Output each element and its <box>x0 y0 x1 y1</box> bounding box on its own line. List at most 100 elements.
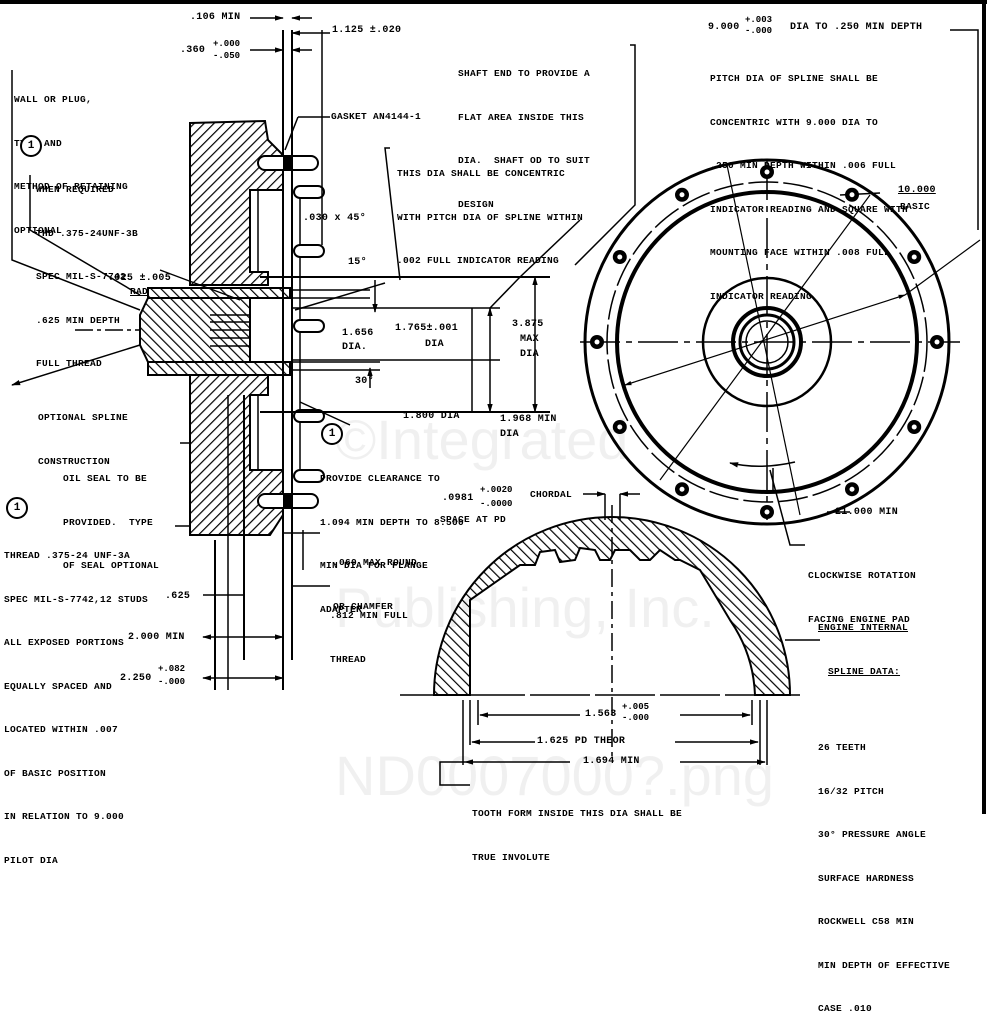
bolt-holes <box>590 165 944 519</box>
spline-data-line: 16/32 PITCH <box>818 785 885 797</box>
note-marker-circle: 1 <box>6 497 28 519</box>
dim-space-base: .0981 <box>442 493 474 504</box>
note-line: TOOTH FORM INSIDE THIS DIA SHALL BE <box>472 808 683 819</box>
note-line: .812 MIN FULL <box>330 610 409 621</box>
bolt-hole-center <box>764 509 770 515</box>
note-shaft-end: SHAFT END TO PROVIDE A FLAT AREA INSIDE … <box>458 38 590 227</box>
section-view <box>11 15 636 690</box>
note-clearance: PROVIDE CLEARANCE TO 1.094 MIN DEPTH TO … <box>320 443 464 632</box>
note-line: THIS DIA SHALL BE CONCENTRIC <box>397 168 566 179</box>
note-line: CLOCKWISE ROTATION <box>808 570 917 581</box>
note-line: PROVIDED. TYPE <box>63 516 154 528</box>
note-line: OPTIONAL SPLINE <box>38 412 129 423</box>
dim-dia-1765: 1.765±.001 <box>395 323 459 334</box>
watermark: ©Integrated Publishing, Inc. ND0007000?.… <box>335 300 774 860</box>
note-line: FLAT AREA INSIDE THIS <box>458 111 585 123</box>
dim-angle-30: 30° <box>355 376 374 387</box>
note-line: TRUE INVOLUTE <box>472 851 551 863</box>
bolt-hole-center <box>764 169 770 175</box>
note-line: DIA. SHAFT OD TO SUIT <box>458 155 591 166</box>
dim-2250-plus: +.082 <box>158 664 186 674</box>
pilot-dia-rest: DIA TO .250 MIN DEPTH <box>790 22 923 33</box>
stud-bottom <box>257 409 325 509</box>
note-line: OF BASIC POSITION <box>4 767 107 779</box>
spline-data-line: 26 TEETH <box>818 742 867 753</box>
note-line: WHEN REQUIRED <box>36 184 115 195</box>
note-round-chamfer: .060 MAX ROUND OR CHAMFER <box>333 527 417 629</box>
dim-625: .625 <box>165 591 191 602</box>
dim-space-minus: -.0000 <box>480 499 513 509</box>
note-line: PROVIDE CLEARANCE TO <box>320 473 441 484</box>
spline-section <box>400 491 820 786</box>
dim-dia-1563-minus: -.000 <box>622 713 650 723</box>
front-view <box>580 158 981 546</box>
dim-dia-1656-label: DIA. <box>342 342 368 353</box>
spline-data-heading: SPLINE DATA: <box>828 665 901 677</box>
bolt-hole-center <box>849 486 855 492</box>
note-clockwise: CLOCKWISE ROTATION FACING ENGINE PAD <box>808 540 916 642</box>
dim-360-minus: -.050 <box>213 51 241 61</box>
spline-data-heading: ENGINE INTERNAL <box>818 622 909 633</box>
dim-min-1694: 1.694 MIN <box>583 756 640 767</box>
note-line: PILOT DIA <box>4 854 59 866</box>
bolt-hole-center <box>849 192 855 198</box>
dim-dia-1765-label: DIA <box>425 339 444 350</box>
note-line: MIN DIA FOR FLANGE <box>320 560 429 571</box>
note-line: IN RELATION TO 9.000 <box>4 811 125 822</box>
note-line: .625 MIN DEPTH <box>36 314 121 326</box>
dim-dia-3875-label: DIA <box>520 349 539 360</box>
note-line: 1.094 MIN DEPTH TO 8.500 <box>320 516 465 528</box>
dim-dia-3875-max: MAX <box>520 334 539 345</box>
pilot-dia-plus: +.003 <box>745 15 773 25</box>
stud-top <box>257 155 325 333</box>
dim-space-label: SPACE AT PD <box>440 514 507 525</box>
dim-dia-1968-label: DIA <box>500 429 519 440</box>
dim-basic-10000: 10.000 <box>898 185 936 196</box>
note-line: FACING ENGINE PAD <box>808 613 911 625</box>
note-chamfer-030: .030 x 45° <box>303 213 367 224</box>
spline-data-line: 30° PRESSURE ANGLE <box>818 829 927 840</box>
note-line: FULL THREAD <box>36 358 103 369</box>
dim-2250-minus: -.000 <box>158 677 186 687</box>
spline-data-line: MIN DEPTH OF EFFECTIVE <box>818 959 951 971</box>
note-line: SPEC MIL-S-7742,12 STUDS <box>4 593 149 605</box>
note-line: .060 MAX ROUND <box>333 557 418 568</box>
note-when-required: WHEN REQUIRED THD .375-24UNF-3B SPEC MIL… <box>36 154 138 386</box>
dim-dia-1968: 1.968 MIN <box>500 414 557 425</box>
pilot-dia-minus: -.000 <box>745 26 773 36</box>
note-line: CONCENTRIC WITH 9.000 DIA TO <box>710 116 879 128</box>
bolt-hole-center <box>679 486 685 492</box>
dim-basic-label: BASIC <box>900 201 931 212</box>
note-concentric: THIS DIA SHALL BE CONCENTRIC WITH PITCH … <box>397 138 583 283</box>
spline-sleeve-lower <box>147 361 291 376</box>
bolt-hole-center <box>617 424 623 430</box>
note-line: OF SEAL OPTIONAL <box>63 560 160 571</box>
dim-2250-base: 2.250 <box>120 673 152 684</box>
dim-360-base: .360 <box>180 45 206 56</box>
note-line: PITCH DIA OF SPLINE SHALL BE <box>710 73 879 84</box>
bolt-hole-center <box>911 424 917 430</box>
drawing-border <box>0 0 987 814</box>
spline-data-line: SURFACE HARDNESS <box>818 872 915 884</box>
note-line: ADAPTER <box>320 603 363 615</box>
pad-wall-upper <box>189 119 284 286</box>
note-line: SHAFT END TO PROVIDE A <box>458 68 591 79</box>
note-line: ALL EXPOSED PORTIONS <box>4 637 125 648</box>
dim-2000: 2.000 MIN <box>128 632 185 643</box>
dim-106-min: .106 MIN <box>190 12 241 23</box>
pad-wall-lower <box>189 367 284 536</box>
note-line: WALL OR PLUG, <box>14 94 93 105</box>
dim-dia-1563-base: 1.563 <box>585 709 617 720</box>
dim-rad-025: .025 ±.005 <box>108 273 172 284</box>
note-line: THREAD .375-24 UNF-3A <box>4 550 131 561</box>
note-full-thread: .812 MIN FULL THREAD <box>330 580 408 682</box>
note-line: DESIGN <box>458 198 495 210</box>
dim-1125: 1.125 ±.020 <box>332 25 402 36</box>
dim-dia-3875: 3.875 <box>512 319 544 330</box>
dim-angle-15: 15° <box>348 257 367 268</box>
dim-min-21000: 21.000 MIN <box>835 507 899 518</box>
note-line: OR CHAMFER <box>333 600 394 612</box>
note-line: EQUALLY SPACED AND <box>4 680 113 692</box>
note-marker-circle: 1 <box>20 135 42 157</box>
engineering-drawing <box>0 0 987 814</box>
